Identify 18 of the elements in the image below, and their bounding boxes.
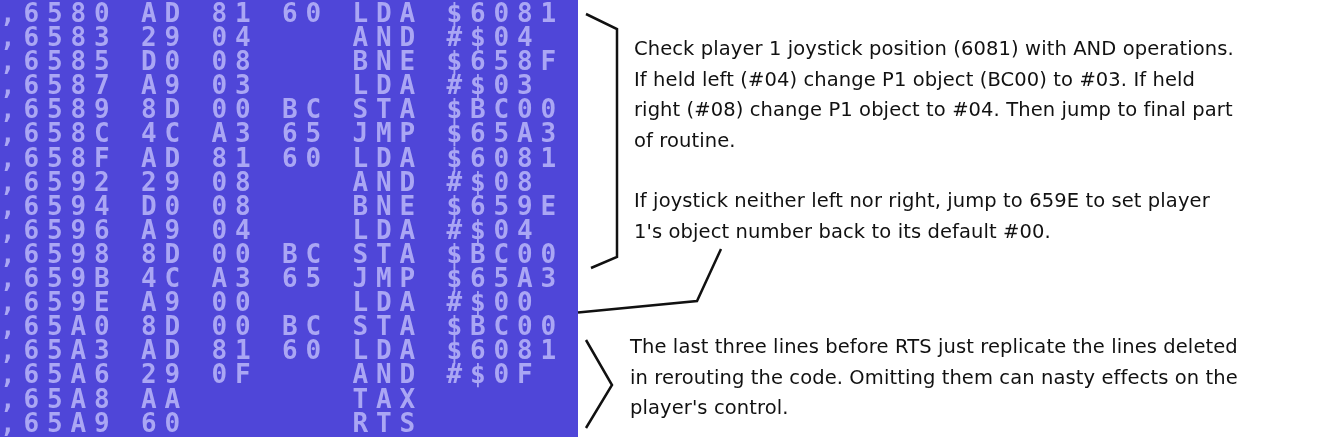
code-line: ,658C 4C A3 65 JMP $65A3 xyxy=(0,121,565,146)
code-line: ,65A0 8D 00 BC STA $BC00 xyxy=(0,314,565,339)
leader-line xyxy=(577,248,723,314)
code-line: ,6580 AD 81 60 LDA $6081 xyxy=(0,1,565,26)
code-line: ,659B 4C A3 65 JMP $65A3 xyxy=(0,266,565,291)
code-line: ,6589 8D 00 BC STA $BC00 xyxy=(0,97,565,122)
annotation-text: The last three lines before RTS just replicate the lines deleted in rerouting the code. Omitting them can nasty effects on the player's control. xyxy=(630,332,1255,424)
code-line: ,65A3 AD 81 60 LDA $6081 xyxy=(0,338,565,363)
code-listing-screen xyxy=(0,0,578,437)
code-line: ,6587 A9 03 LDA #$03 xyxy=(0,73,541,98)
code-line: ,65A6 29 0F AND #$0F xyxy=(0,362,541,387)
annotation-text: Check player 1 joystick position (6081) with AND operations. If held left (#04) change P1 object (BC00) to #03. If held right (#08) change P1 object to #04. Then jump to final part of routine. xyxy=(634,34,1234,156)
code-line: ,659E A9 00 LDA #$00 xyxy=(0,290,541,315)
code-line: ,6585 D0 08 BNE $658F xyxy=(0,49,565,74)
code-line: ,658F AD 81 60 LDA $6081 xyxy=(0,145,565,170)
code-line: ,6583 29 04 AND #$04 xyxy=(0,25,541,50)
code-line: ,65A8 AA TAX xyxy=(0,386,424,411)
annotation-text: If joystick neither left nor right, jump to 659E to set player 1's object number back to its default #00. xyxy=(634,186,1234,247)
